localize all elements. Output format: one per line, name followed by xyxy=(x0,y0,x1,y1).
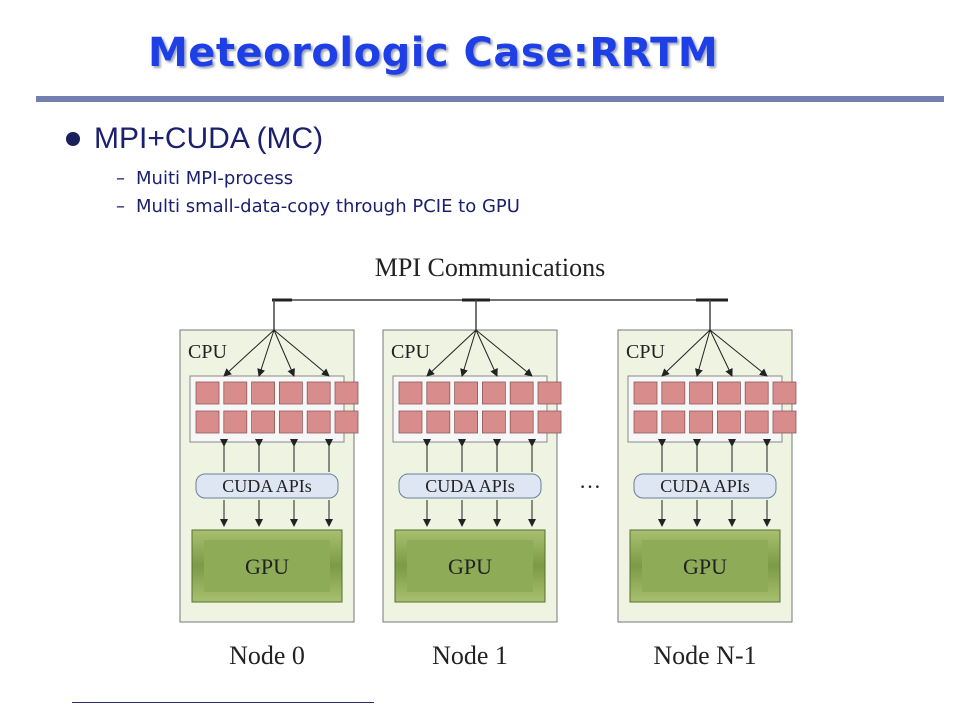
cpu-core xyxy=(278,381,303,405)
cpu-core xyxy=(537,381,562,405)
cpu-core xyxy=(661,410,686,434)
fanout-arrow xyxy=(257,329,275,377)
node-label: Node N-1 xyxy=(653,641,756,670)
cpu-core xyxy=(509,381,534,405)
cpu-label: CPU xyxy=(188,341,227,363)
fanout-arrow xyxy=(223,329,275,377)
node-label: Node 0 xyxy=(229,641,305,670)
cuda-api-label: CUDA APIs xyxy=(222,476,312,496)
cpu-core xyxy=(426,381,451,405)
cpu-label: CPU xyxy=(391,341,430,363)
fanout-arrow xyxy=(661,329,711,377)
cpu-core xyxy=(454,381,479,405)
cpu-core xyxy=(717,381,741,405)
cuda-api-box xyxy=(398,473,542,499)
cpu-core xyxy=(689,410,713,434)
cpu-core xyxy=(398,410,423,434)
mpi-communications-label: MPI Communications xyxy=(375,253,605,282)
fanout-arrow xyxy=(709,329,768,377)
title-underline xyxy=(36,96,944,102)
sub-bullet-dash: – xyxy=(116,196,125,217)
bullet-dot-icon xyxy=(66,132,80,146)
cpu-core xyxy=(772,410,797,434)
cpu-core xyxy=(426,410,451,434)
cpu-core xyxy=(223,381,248,405)
cpu-core xyxy=(509,410,534,434)
fanout-arrow xyxy=(460,329,477,377)
cpu-core xyxy=(195,381,220,405)
main-bullet-text: MPI+CUDA (MC) xyxy=(94,122,324,155)
fanout-arrow xyxy=(709,329,733,377)
cpu-core xyxy=(251,381,276,405)
sub-bullet: – Multi small-data-copy through PCIE to … xyxy=(116,196,520,217)
gpu-label: GPU xyxy=(683,554,727,579)
fanout-arrow xyxy=(475,329,498,377)
node-label: Node 1 xyxy=(432,641,508,670)
cpu-core xyxy=(334,410,359,434)
fanout-arrow xyxy=(475,329,533,377)
cpu-core xyxy=(334,381,359,405)
gpu-box-inner xyxy=(642,540,768,592)
gpu-box-inner xyxy=(407,540,533,592)
fanout-arrow xyxy=(273,329,295,377)
fanout-arrow xyxy=(695,329,711,377)
cpu-core xyxy=(744,410,769,434)
cpu-core xyxy=(744,381,769,405)
cuda-api-box xyxy=(633,473,777,499)
sub-bullet-text: Multi small-data-copy through PCIE to GP… xyxy=(136,196,520,217)
sub-bullet: – Muiti MPI-process xyxy=(116,168,293,189)
cpu-core xyxy=(717,410,741,434)
cpu-core xyxy=(306,381,331,405)
cpu-core xyxy=(633,381,658,405)
fanout-arrow xyxy=(273,329,330,377)
cuda-api-label: CUDA APIs xyxy=(425,476,515,496)
cpu-core xyxy=(772,381,797,405)
sub-bullet-dash: – xyxy=(116,168,125,189)
cpu-core xyxy=(633,410,658,434)
gpu-label: GPU xyxy=(448,554,492,579)
sub-bullet-text: Muiti MPI-process xyxy=(136,168,294,189)
cpu-core xyxy=(454,410,479,434)
fanout-arrow xyxy=(426,329,477,377)
ellipsis-label: … xyxy=(579,468,601,493)
cpu-core xyxy=(251,410,276,434)
cpu-core xyxy=(195,410,220,434)
cuda-api-label: CUDA APIs xyxy=(660,476,750,496)
footnote-rule xyxy=(72,702,374,703)
cpu-core xyxy=(223,410,248,434)
cpu-core xyxy=(278,410,303,434)
gpu-label: GPU xyxy=(245,554,289,579)
cpu-core xyxy=(398,381,423,405)
cpu-core xyxy=(306,410,331,434)
main-bullet: MPI+CUDA (MC) xyxy=(66,122,323,156)
gpu-box-inner xyxy=(204,540,330,592)
cpu-label: CPU xyxy=(626,341,665,363)
slide-title: Meteorologic Case:RRTM xyxy=(148,30,719,76)
cuda-api-box xyxy=(195,473,339,499)
cpu-core xyxy=(689,381,713,405)
cpu-core xyxy=(537,410,562,434)
cpu-core xyxy=(481,381,506,405)
cpu-core xyxy=(661,381,686,405)
cpu-core xyxy=(481,410,506,434)
